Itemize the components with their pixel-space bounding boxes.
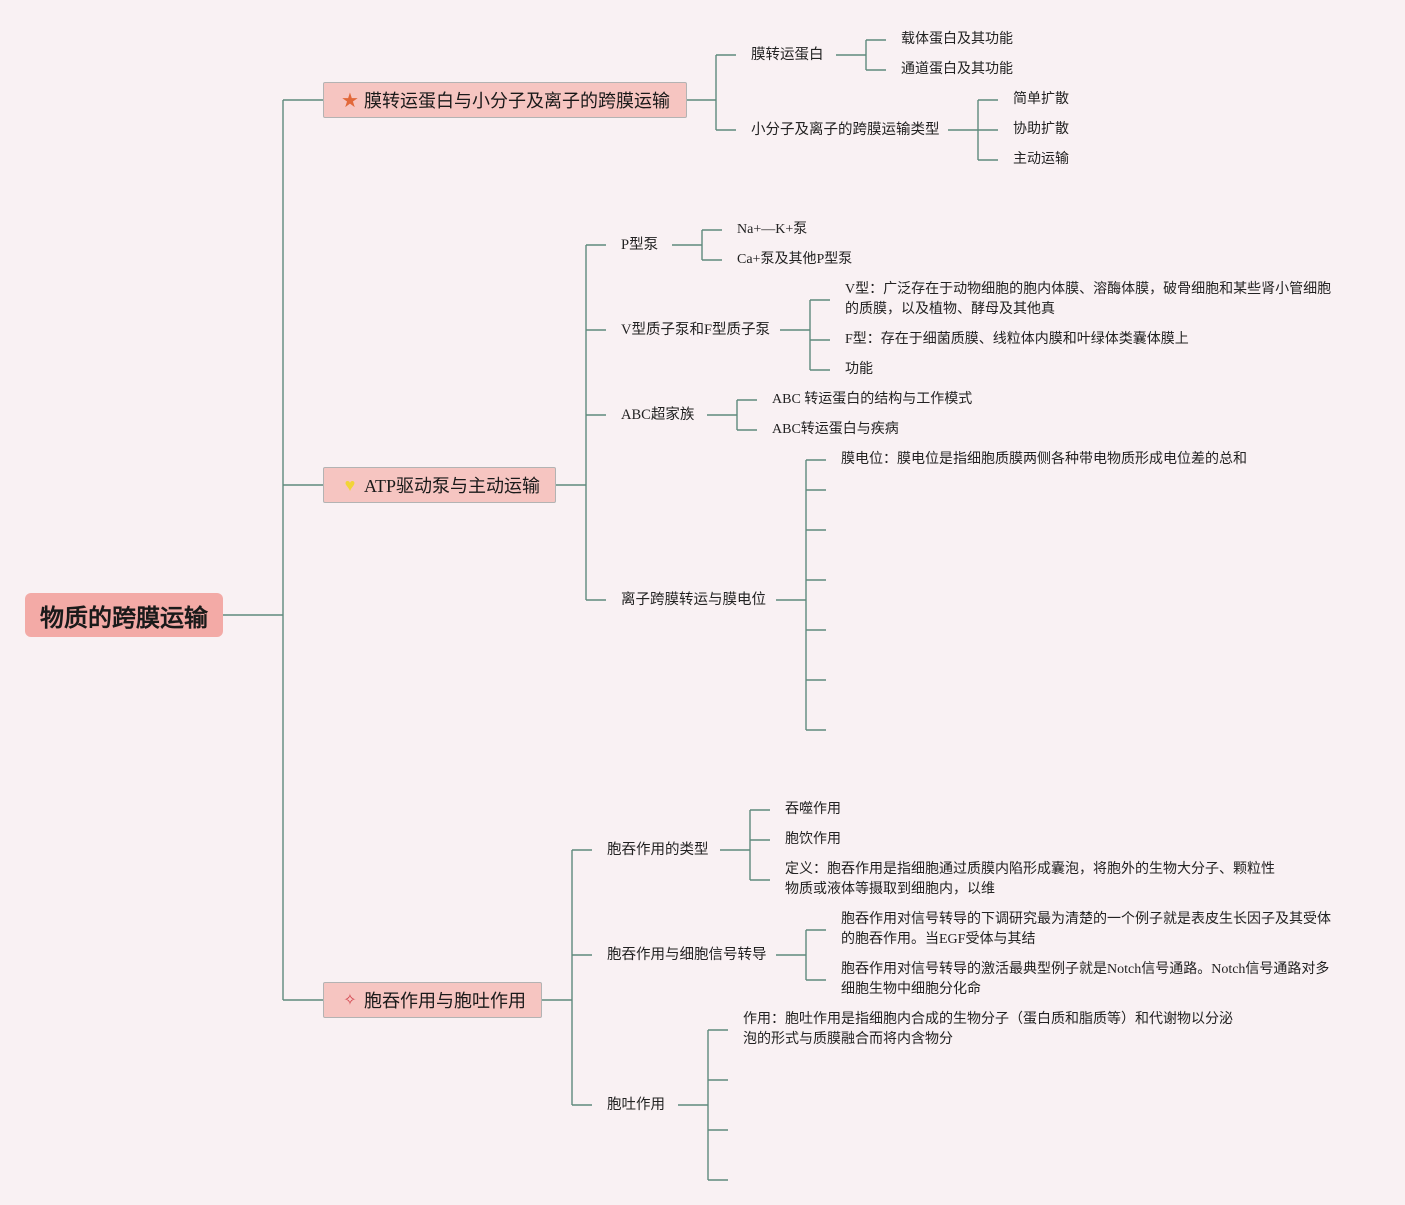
leaf-f-type[interactable]: F型：存在于细菌质膜、线粒体内膜和叶绿体类囊体膜上	[845, 332, 1189, 347]
leaf-v-type[interactable]: V型：广泛存在于动物细胞的胞内体膜、溶酶体膜，破骨细胞和某些肾小管细胞的质膜，以…	[845, 282, 1332, 317]
branch-membrane-transport-proteins[interactable]: ★ 膜转运蛋白与小分子及离子的跨膜运输	[323, 82, 687, 118]
leaf-membrane-potential[interactable]: 膜电位：膜电位是指细胞质膜两侧各种带电物质形成电位差的总和	[841, 452, 1247, 467]
connector-b2-c1	[672, 229, 722, 261]
heart-icon: ♥	[344, 474, 356, 495]
connector-b1-c2	[948, 99, 998, 161]
subtopic-v-f-pumps[interactable]: V型质子泵和F型质子泵	[621, 322, 771, 338]
leaf-simple-diffusion[interactable]: 简单扩散	[1013, 92, 1069, 107]
branch-endocytosis-exocytosis[interactable]: ✧ 胞吞作用与胞吐作用	[323, 982, 542, 1018]
connector-branch-3	[542, 849, 592, 1106]
branch-label: 膜转运蛋白与小分子及离子的跨膜运输	[364, 91, 670, 111]
leaf-exocytosis-definition[interactable]: 作用：胞吐作用是指细胞内合成的生物分子（蛋白质和脂质等）和代谢物以分泌泡的形式与…	[743, 1012, 1233, 1047]
subtopic-transport-proteins[interactable]: 膜转运蛋白	[751, 47, 824, 63]
subtopic-p-type-pump[interactable]: P型泵	[621, 237, 659, 253]
connector-b2-c2	[780, 299, 830, 371]
connector-b2-c3	[707, 399, 757, 431]
subtopic-ion-transport[interactable]: 离子跨膜转运与膜电位	[621, 592, 766, 608]
subtopic-endocytosis-signaling[interactable]: 胞吞作用与细胞信号转导	[607, 947, 767, 963]
leaf-carrier-proteins[interactable]: 载体蛋白及其功能	[901, 32, 1013, 47]
leaf-abc-disease[interactable]: ABC转运蛋白与疾病	[772, 422, 899, 437]
connector-b3-c3	[678, 1029, 728, 1181]
connector-root	[223, 99, 323, 1001]
leaf-na-k-pump[interactable]: Na+—K+泵	[737, 222, 808, 237]
connector-b3-c2	[776, 929, 826, 981]
root-topic-label: 物质的跨膜运输	[40, 605, 208, 632]
leaf-ca-pump[interactable]: Ca+泵及其他P型泵	[737, 252, 853, 267]
star-icon: ★	[341, 89, 359, 112]
leaf-facilitated-diffusion[interactable]: 协助扩散	[1013, 122, 1069, 137]
subtopic-abc-family[interactable]: ABC超家族	[621, 407, 695, 423]
leaf-active-transport[interactable]: 主动运输	[1013, 152, 1069, 167]
connector-b2-c4	[776, 459, 826, 731]
leaf-endocytosis-definition[interactable]: 定义：胞吞作用是指细胞通过质膜内陷形成囊泡，将胞外的生物大分子、颗粒性物质或液体…	[785, 862, 1275, 897]
leaf-notch-activation[interactable]: 胞吞作用对信号转导的激活最典型例子就是Notch信号通路。Notch信号通路对多…	[841, 962, 1330, 997]
leaf-egf-downregulation[interactable]: 胞吞作用对信号转导的下调研究最为清楚的一个例子就是表皮生长因子及其受体的胞吞作用…	[841, 912, 1331, 947]
connector-b1-c1	[836, 39, 886, 71]
connector-branch-1	[687, 54, 736, 131]
subtopic-endocytosis-types[interactable]: 胞吞作用的类型	[607, 842, 709, 858]
branch-atp-pumps[interactable]: ♥ ATP驱动泵与主动运输	[323, 467, 556, 503]
connector-branch-2	[556, 244, 606, 601]
branch-label: ATP驱动泵与主动运输	[364, 476, 541, 496]
sparkle-icon: ✧	[343, 992, 357, 1009]
connector-b3-c1	[720, 809, 770, 881]
leaf-abc-structure[interactable]: ABC 转运蛋白的结构与工作模式	[772, 392, 973, 407]
leaf-phagocytosis[interactable]: 吞噬作用	[785, 802, 841, 817]
leaf-function[interactable]: 功能	[845, 362, 873, 377]
leaf-channel-proteins[interactable]: 通道蛋白及其功能	[901, 62, 1013, 77]
leaf-pinocytosis[interactable]: 胞饮作用	[785, 832, 841, 847]
branch-label: 胞吞作用与胞吐作用	[364, 991, 526, 1011]
root-topic[interactable]: 物质的跨膜运输	[25, 593, 223, 637]
subtopic-transport-types[interactable]: 小分子及离子的跨膜运输类型	[751, 122, 940, 138]
subtopic-exocytosis[interactable]: 胞吐作用	[607, 1097, 665, 1113]
